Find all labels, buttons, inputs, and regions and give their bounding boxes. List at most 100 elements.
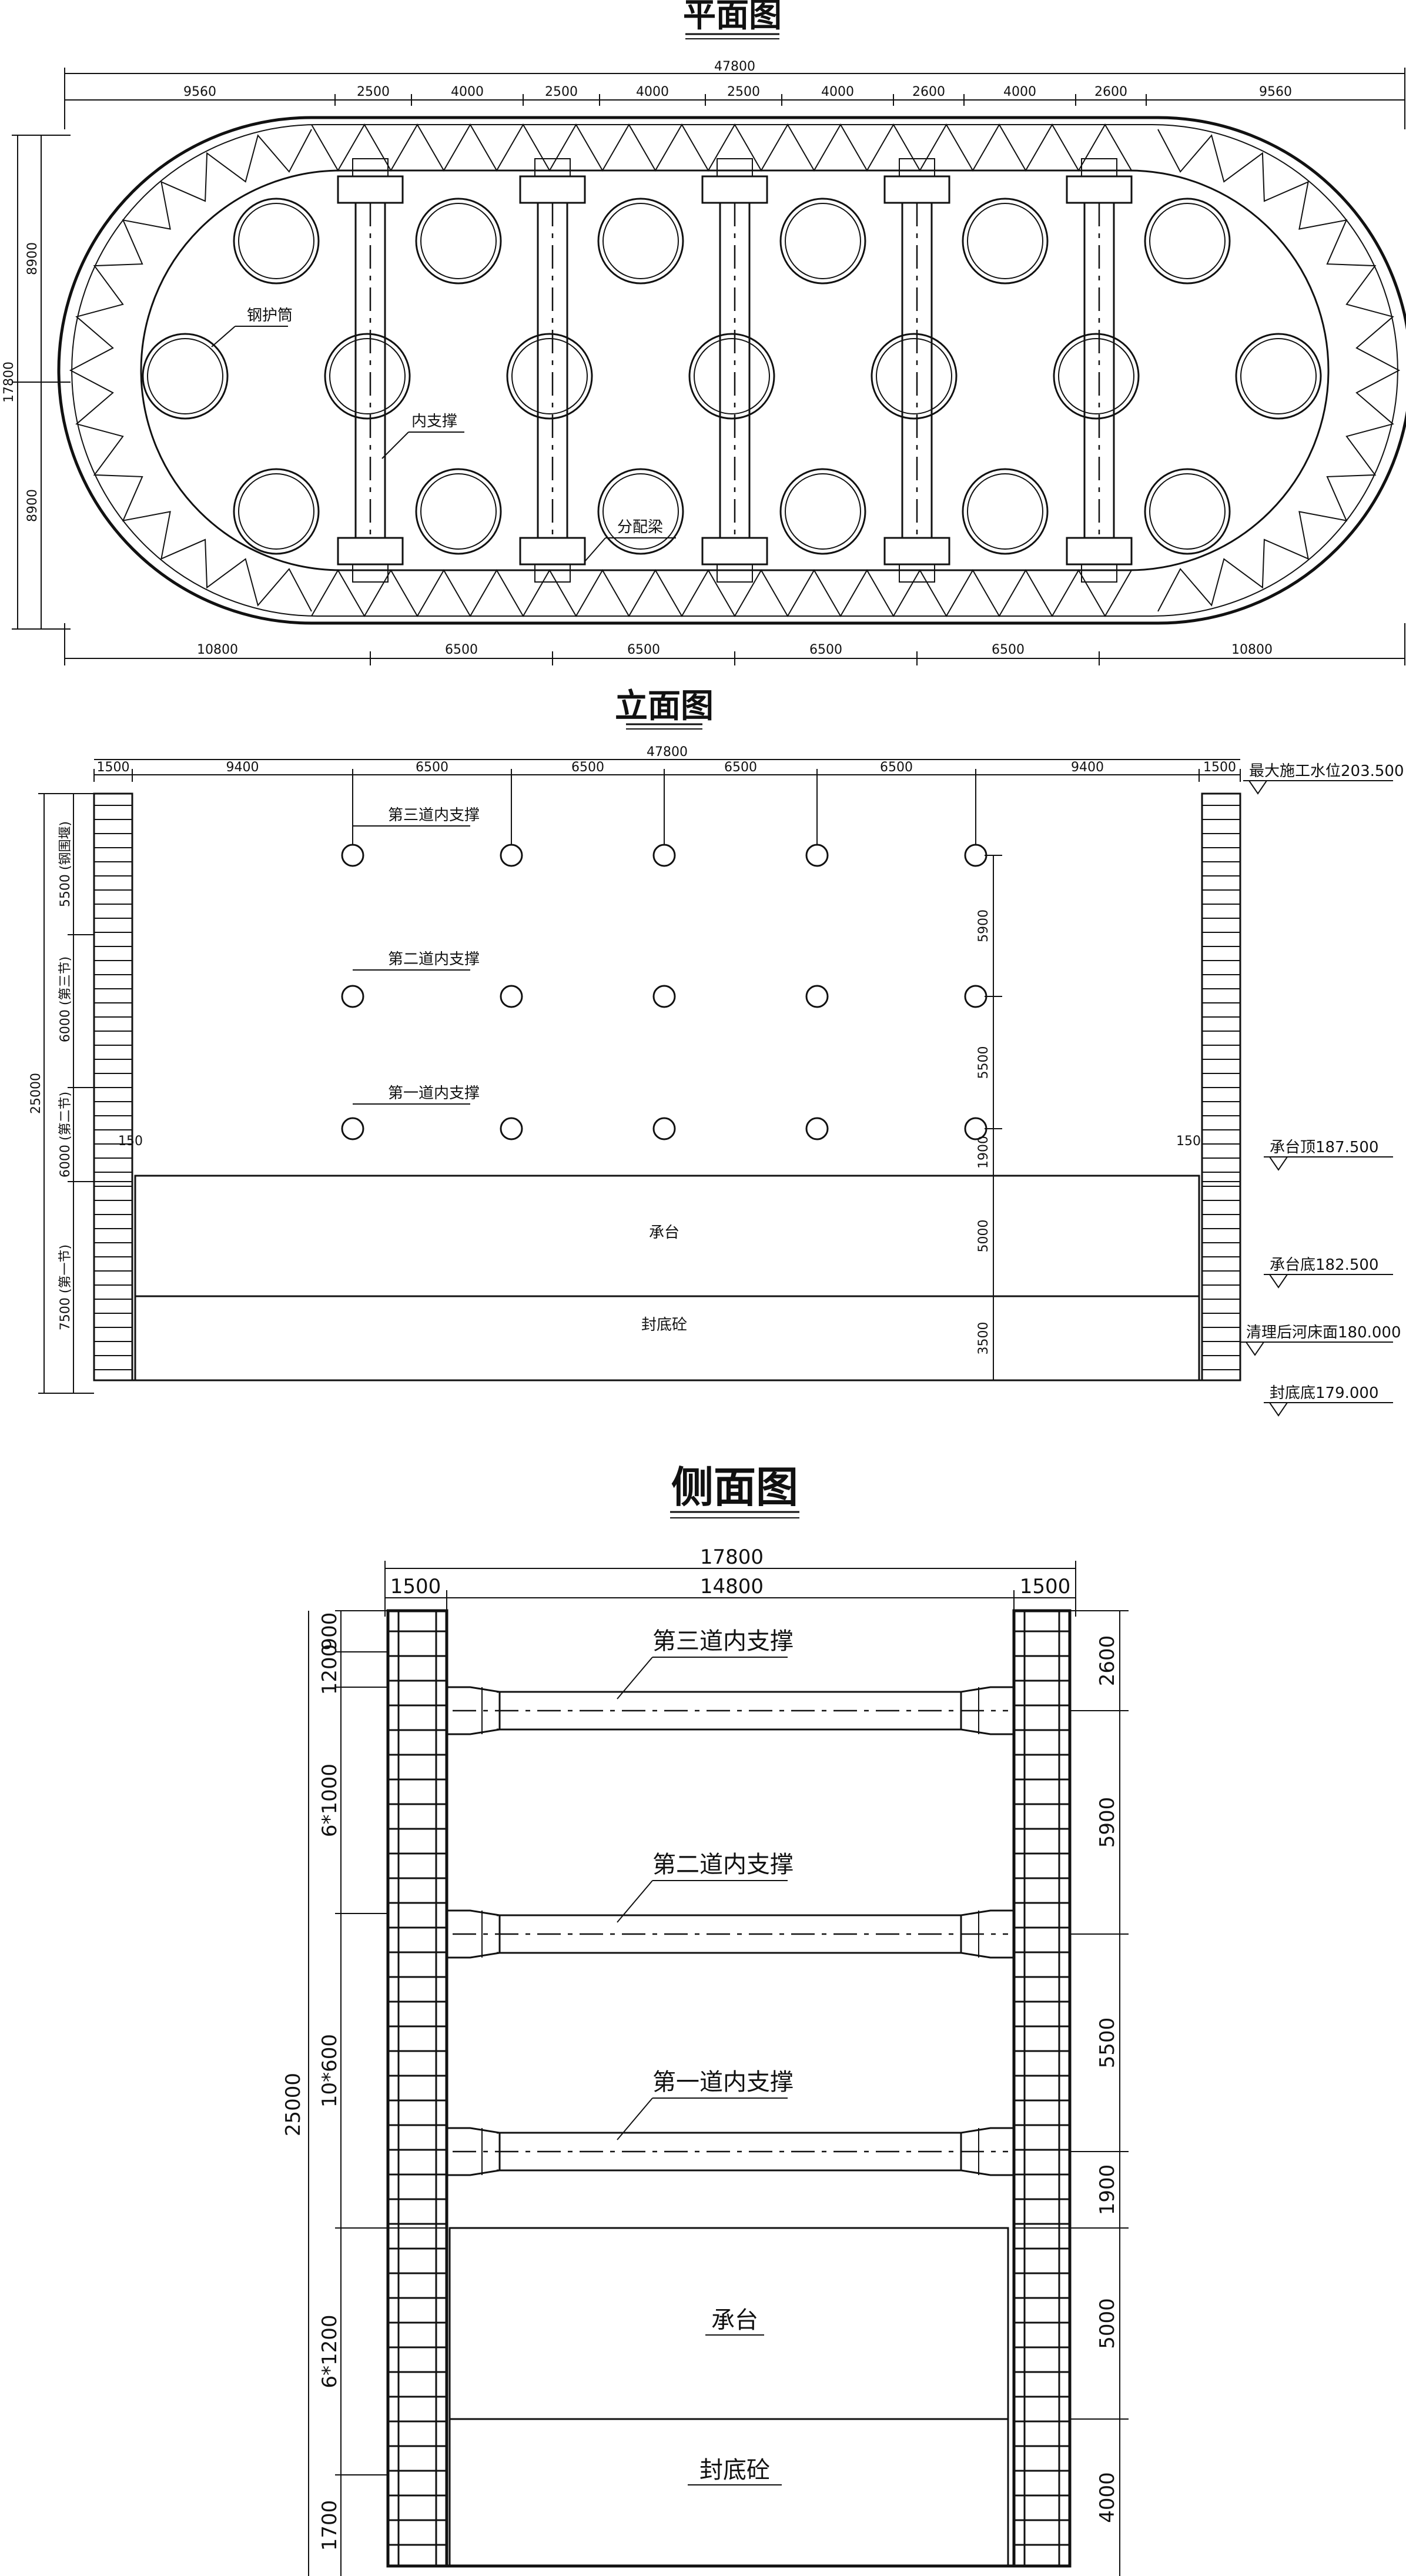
elev-mark-text: 承台顶187.500 (1270, 1139, 1379, 1156)
steel-casing (779, 198, 866, 285)
elev-brace-section (805, 844, 829, 867)
steel-casing-inner (602, 203, 679, 279)
elev-brace-section (805, 985, 829, 1008)
side-left-dim-text: 6*1000 (318, 1764, 342, 1837)
side-right-dim-text: 5900 (1096, 1797, 1119, 1848)
elev-top-dim-text: 9400 (226, 760, 259, 775)
steel-casing (415, 468, 502, 555)
elev-mark-text: 封底底179.000 (1270, 1384, 1379, 1402)
truss-top (311, 123, 1132, 172)
side-strut-end-left (446, 1686, 501, 1735)
steel-casing-inner (147, 338, 223, 414)
side-right-dim-text: 4000 (1096, 2472, 1119, 2523)
plan-bottom-dim-text: 6500 (809, 643, 842, 657)
side-strut-end-left (446, 1909, 501, 1959)
steel-casing (597, 468, 684, 555)
side-cap-label: 承台 (711, 2307, 758, 2334)
elev-mark-triangle (1268, 1274, 1288, 1289)
elev-walls (93, 792, 1241, 1381)
side-left-dim-text: 1200 (318, 1644, 342, 1695)
distribution-beam-bottom (519, 537, 586, 566)
plan-top-dim-text: 2500 (357, 85, 390, 99)
elev-mark-text: 最大施工水位203.500 (1249, 762, 1404, 780)
steel-casing (597, 198, 684, 285)
side-left-dim-text: 10*600 (318, 2034, 342, 2107)
plan-top-dim-text: 2600 (1094, 85, 1127, 99)
elev-elevation-marks: 最大施工水位203.500承台顶187.500承台底182.500清理后河床面1… (1240, 762, 1404, 1417)
side-strut-label: 第一道内支撑 (652, 2069, 794, 2096)
brace-bracket (899, 564, 935, 583)
side-left-total: 25000 (282, 2073, 305, 2136)
steel-casing-inner (602, 473, 679, 550)
side-label-leader (617, 1657, 653, 1700)
truss-bottom (311, 568, 1132, 618)
plan-inner-braces (337, 158, 1133, 583)
plan-steel-casings (142, 198, 1322, 555)
plan-bottom-dim-text: 6500 (445, 643, 478, 657)
elev-brace-label-3: 第三道内支撑 (388, 807, 480, 824)
label-distribution-beam: 分配梁 (617, 518, 663, 536)
elev-top-dim-text: 6500 (880, 760, 913, 775)
elev-cap-label: 承台 (649, 1224, 679, 1242)
label-steel-casing: 钢护筒 (247, 307, 293, 324)
side-right-dim-text: 5500 (1096, 2018, 1119, 2069)
steel-casing-inner (967, 203, 1043, 279)
elev-brace-section (341, 844, 364, 867)
steel-casing (415, 198, 502, 285)
side-strut-label: 第二道内支撑 (652, 1851, 794, 1878)
elev-mark-triangle (1268, 1156, 1288, 1171)
elev-top-dim-text: 1500 (1203, 760, 1236, 775)
elev-brace-section (652, 844, 676, 867)
elev-mark-text: 承台底182.500 (1270, 1256, 1379, 1274)
brace-bracket (534, 158, 571, 177)
distribution-beam-bottom (337, 537, 404, 566)
elev-brace-section (805, 1117, 829, 1140)
side-left-dim-text: 900 (318, 1612, 342, 1651)
plan-title: 平面图 (683, 0, 782, 35)
steel-casing (871, 333, 958, 420)
elev-brace-section (500, 1117, 523, 1140)
elev-brace-label-1: 第一道内支撑 (388, 1085, 480, 1102)
plan-bottom-dim-text: 6500 (992, 643, 1025, 657)
plan-top-dim-text: 2500 (727, 85, 760, 99)
elev-right-dim-text: 5000 (976, 1220, 991, 1253)
distribution-beam-top (1066, 175, 1133, 204)
brace-bracket (717, 158, 753, 177)
distribution-beam-top (701, 175, 768, 204)
plan-top-dim-text: 4000 (451, 85, 484, 99)
elev-brace-section (500, 985, 523, 1008)
elev-brace-section (341, 1117, 364, 1140)
elev-brace-section (652, 985, 676, 1008)
brace-bracket (352, 158, 389, 177)
elev-mark-triangle (1245, 1341, 1265, 1356)
elev-left-total: 25000 (29, 1073, 43, 1114)
elev-top-dim-text: 6500 (724, 760, 757, 775)
elev-right-dim-text: 3500 (976, 1322, 991, 1355)
steel-casing-inner (967, 473, 1043, 550)
distribution-beam-bottom (1066, 537, 1133, 566)
side-strut-end-left (446, 2127, 501, 2176)
elev-gap-left: 150 (118, 1134, 143, 1149)
elev-top-dim-text: 9400 (1071, 760, 1104, 775)
side-left-dim-text: 1700 (318, 2500, 342, 2551)
elev-top-dim-text: 6500 (571, 760, 604, 775)
steel-casing-inner (511, 338, 588, 414)
steel-casing-inner (238, 473, 314, 550)
elev-brace-section (500, 844, 523, 867)
plan-left-total: 17800 (2, 362, 16, 403)
distribution-beam-top (337, 175, 404, 204)
steel-casing (506, 333, 593, 420)
side-seal-label: 封底砼 (699, 2457, 770, 2484)
plan-top-dim-text: 9560 (183, 85, 216, 99)
elev-left-dim-text: 6000 (第三节) (58, 956, 73, 1042)
plan-bottom-dim-text: 10800 (197, 643, 238, 657)
steel-casing-inner (1149, 203, 1226, 279)
steel-casing-inner (420, 473, 497, 550)
elev-wall-fill (93, 1181, 133, 1381)
